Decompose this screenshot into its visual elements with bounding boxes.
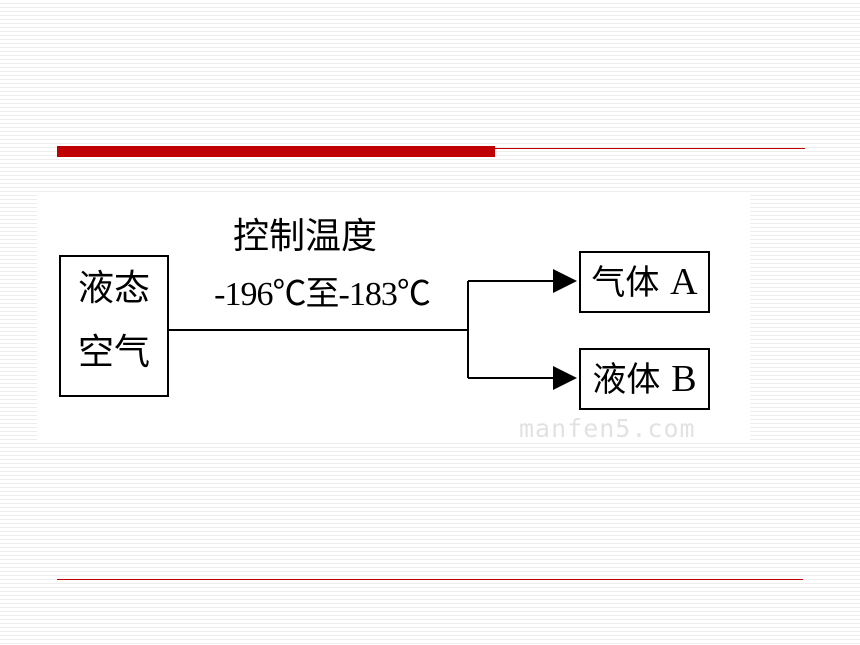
source-label-line1: 液态 <box>77 268 150 309</box>
diagram-connectors <box>169 269 577 390</box>
liquid-air-box: 液态 空气 <box>59 255 169 397</box>
title-divider-thin <box>495 148 805 149</box>
source-label-line2: 空气 <box>77 332 150 373</box>
gas-a-label: 气体 A <box>581 262 708 303</box>
liquid-b-label: 液体 B <box>581 359 708 400</box>
liquid-letter: B <box>671 358 697 400</box>
liquid-b-box: 液体 B <box>579 348 710 410</box>
temperature-range-label: -196℃至-183℃ <box>214 276 431 313</box>
arrow-head-liquid-icon <box>553 366 577 390</box>
footer-divider <box>57 579 803 580</box>
control-temperature-label: 控制温度 <box>232 216 377 257</box>
liquid-name: 液体 <box>592 360 661 400</box>
separation-diagram: 液态 空气 控制温度 -196℃至-183℃ 气体 A 液体 B manfen5… <box>37 193 750 443</box>
arrow-head-gas-icon <box>553 269 577 293</box>
title-divider-thick <box>57 146 495 157</box>
gas-letter: A <box>670 261 698 303</box>
gas-a-box: 气体 A <box>579 251 710 313</box>
gas-name: 气体 <box>591 263 660 303</box>
watermark-text: manfen5.com <box>519 414 696 443</box>
